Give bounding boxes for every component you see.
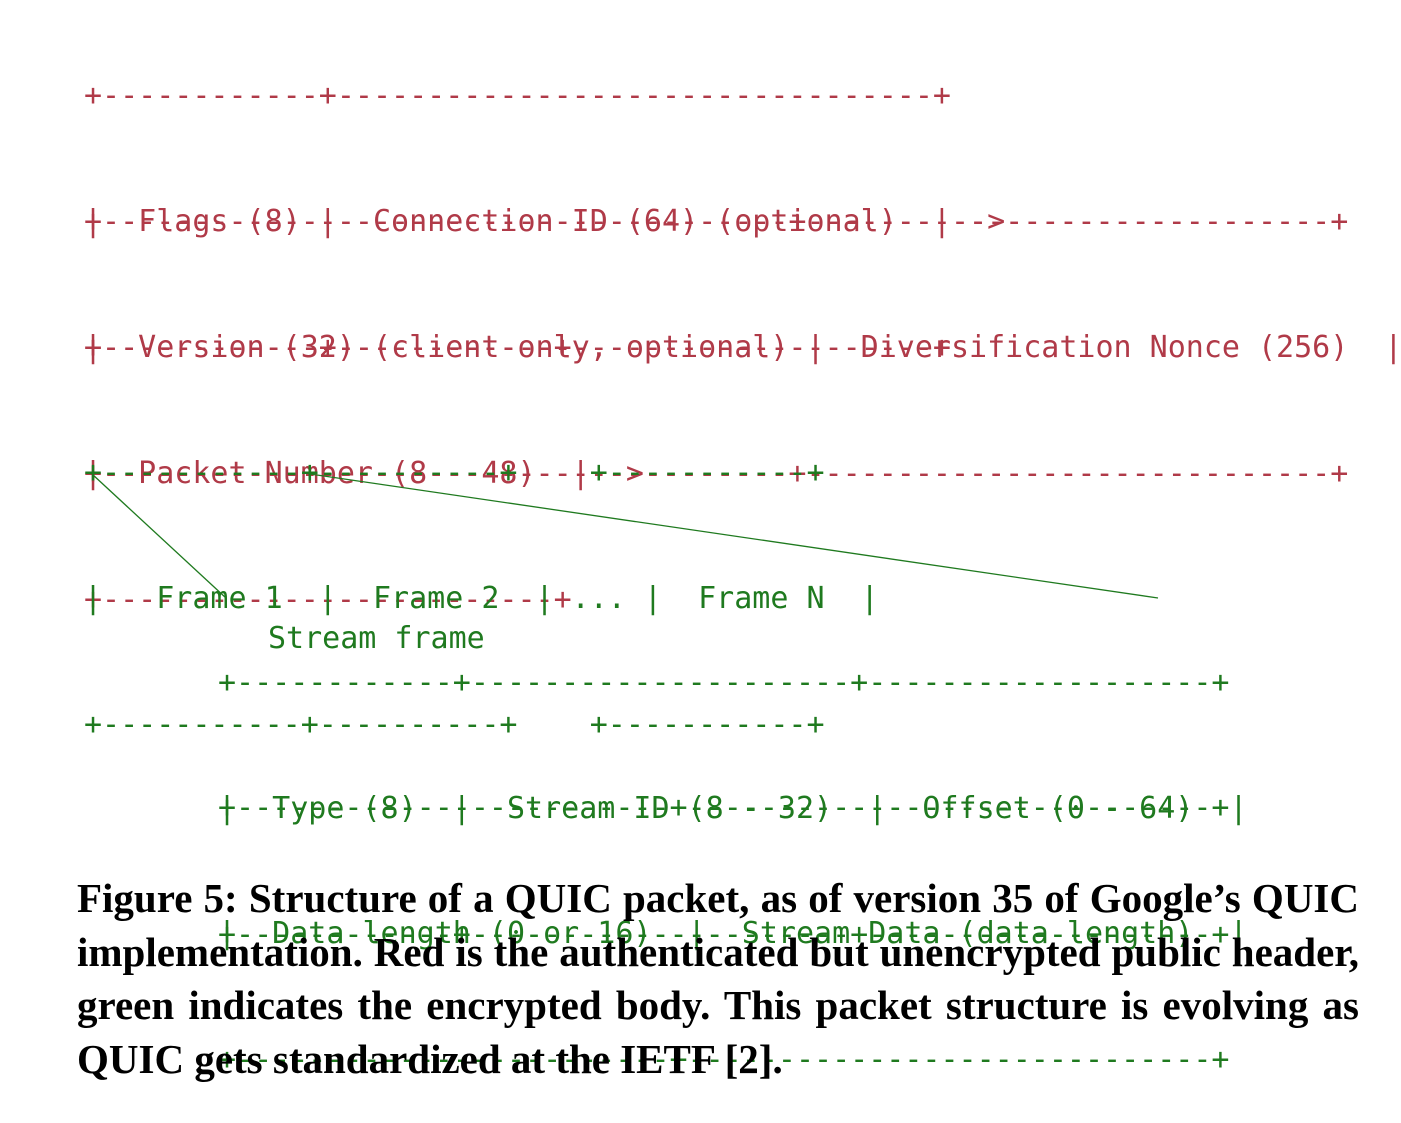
version-row-top-border: +--------------------------------------+… xyxy=(84,204,1349,239)
stream-row2-fields: | Data length (0 or 16) | Stream Data (d… xyxy=(218,916,1248,951)
frames-bottom-border: +-----------+----------+ +-----------+ xyxy=(84,707,825,742)
stream-frame-label: Stream frame xyxy=(268,621,485,656)
stream-row1-fields: | Type (8) | Stream ID (8 - 32) | Offset… xyxy=(218,791,1248,826)
stream-frame-title: Stream frame xyxy=(268,534,485,702)
packet-number-top-border: +-------------------------+ xyxy=(84,330,572,365)
version-row-fields: | Version (32) (client-only, optional) |… xyxy=(84,330,1401,365)
flags-row-bottom-border: +------------+--------------------------… xyxy=(84,330,951,365)
frames-top-border: +-----------+----------+ +-----------+ xyxy=(84,455,825,490)
flags-connection-id-row: +------------+--------------------------… xyxy=(84,0,1005,411)
figure-caption: Figure 5: Structure of a QUIC packet, as… xyxy=(77,875,1359,1082)
stream-row1-bottom-border: +------------+---------------------+----… xyxy=(218,917,1230,952)
flags-row-top-border: +------------+--------------------------… xyxy=(84,78,951,113)
stream-row1-top-border: +------------+---------------------+----… xyxy=(218,665,1230,700)
stream-frame-row-2: +------------------------+--------------… xyxy=(218,703,1248,1123)
flags-row-fields: | Flags (8) | Connection ID (64) (option… xyxy=(84,204,1006,239)
version-nonce-row: +--------------------------------------+… xyxy=(84,117,1401,537)
stream-row2-top-border: +------------------------+--------------… xyxy=(218,790,1230,825)
stream-frame-row-1: +------------+---------------------+----… xyxy=(218,578,1248,998)
stream-row2-bottom-border: +------------------------+--------------… xyxy=(218,1042,1230,1077)
